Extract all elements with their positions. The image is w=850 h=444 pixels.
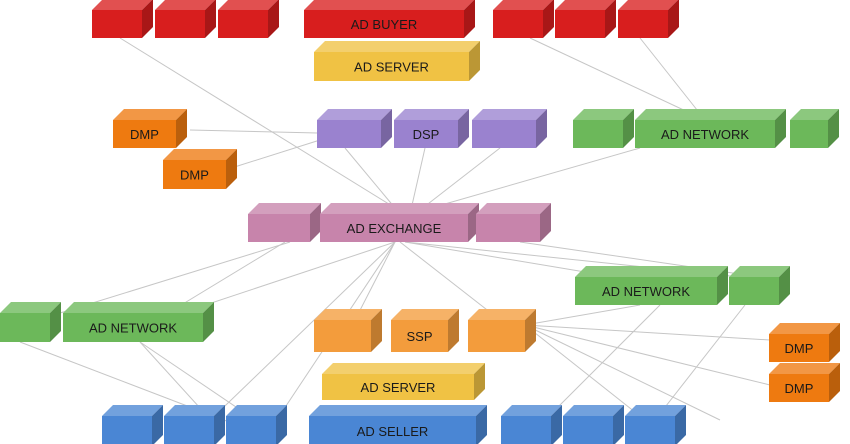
ad-network-top-box: AD NETWORK [635, 109, 786, 148]
dsp-label: DSP [413, 127, 440, 142]
buyer-box-2 [155, 0, 216, 38]
ssp-box-1 [314, 309, 382, 352]
connection-line [654, 304, 746, 421]
connection-line [354, 241, 396, 321]
dmp-label: DMP [180, 168, 209, 183]
dsp-box-3 [472, 109, 547, 148]
connection-line [524, 324, 771, 386]
network-top-box-1 [573, 109, 634, 148]
ad-buyer-label: AD BUYER [351, 17, 417, 32]
connection-line [59, 241, 291, 314]
connection-line [544, 304, 661, 421]
connection-line [524, 324, 721, 421]
ad-network-right-box: AD NETWORK [575, 266, 728, 305]
ad-seller-box: AD SELLER [309, 405, 487, 444]
network-left-box-1 [0, 302, 61, 342]
connection-line [639, 37, 706, 121]
connection-line [399, 241, 501, 321]
connection-line [404, 241, 616, 278]
connection-line [199, 241, 396, 431]
seller-box-3 [226, 405, 287, 444]
dmp-box-1: DMP [113, 109, 187, 148]
seller-box-6 [563, 405, 624, 444]
dmp-label: DMP [785, 381, 814, 396]
dmp-label: DMP [785, 341, 814, 356]
ad-network-left-box: AD NETWORK [63, 302, 214, 342]
ad-buyer-box: AD BUYER [304, 0, 475, 38]
seller-box-7 [625, 405, 686, 444]
ad-server-top-label: AD SERVER [354, 60, 429, 75]
dmp-box-3: DMP [769, 323, 840, 362]
buyer-box-7 [618, 0, 679, 38]
ad-network-right-label: AD NETWORK [602, 284, 690, 299]
dmp-box-2: DMP [163, 149, 237, 189]
ad-exchange-label: AD EXCHANGE [347, 221, 442, 236]
buyer-box-3 [218, 0, 279, 38]
exchange-box-1 [248, 203, 321, 242]
connection-line [119, 37, 406, 215]
exchange-box-3 [476, 203, 551, 242]
network-top-box-3 [790, 109, 839, 148]
ad-server-top-box: AD SERVER [314, 41, 480, 81]
buyer-box-5 [493, 0, 554, 38]
connection-line [224, 139, 321, 171]
connection-line [529, 37, 706, 121]
ad-network-left-label: AD NETWORK [89, 321, 177, 336]
dmp-box-4: DMP [769, 363, 840, 402]
connection-line [524, 324, 771, 341]
dsp-box-1 [317, 109, 392, 148]
ad-network-top-label: AD NETWORK [661, 127, 749, 142]
dmp-label: DMP [130, 127, 159, 142]
connection-line [524, 324, 646, 421]
seller-box-1 [102, 405, 163, 444]
seller-box-5 [501, 405, 562, 444]
ad-server-bottom-label: AD SERVER [361, 380, 436, 395]
buyer-box-6 [555, 0, 616, 38]
ssp-box: SSP [391, 309, 459, 352]
ad-server-bottom-box: AD SERVER [322, 363, 485, 400]
network-right-box-2 [729, 266, 790, 305]
ad-exchange-box: AD EXCHANGE [320, 203, 479, 242]
ssp-box-3 [468, 309, 536, 352]
ssp-label: SSP [406, 329, 432, 344]
buyer-box-1 [92, 0, 153, 38]
dsp-box: DSP [394, 109, 469, 148]
ad-seller-label: AD SELLER [357, 424, 429, 439]
seller-box-2 [164, 405, 225, 444]
connection-line [524, 304, 641, 326]
